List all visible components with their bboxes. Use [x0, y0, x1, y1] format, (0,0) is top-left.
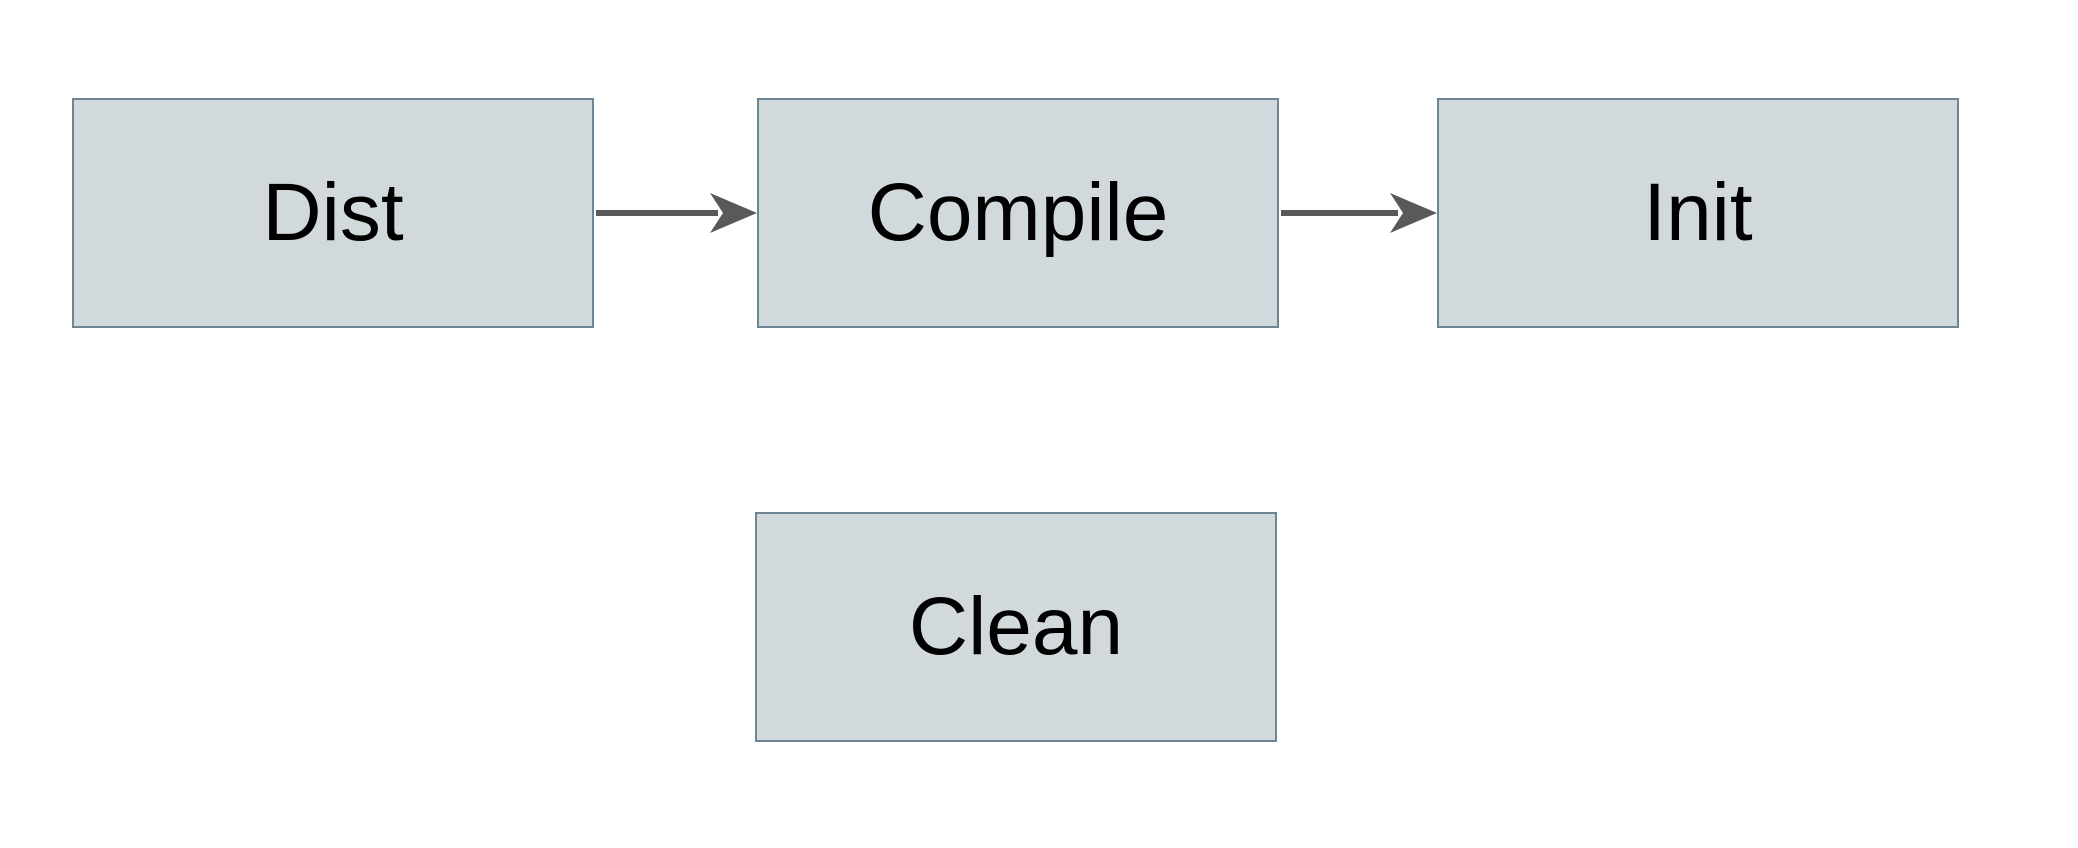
arrow-dist-to-compile [596, 193, 757, 233]
node-clean: Clean [755, 512, 1277, 742]
node-init-label: Init [1643, 167, 1753, 258]
arrow-compile-to-init [1281, 193, 1437, 233]
node-compile-label: Compile [867, 167, 1169, 258]
node-dist-label: Dist [262, 167, 404, 258]
node-clean-label: Clean [908, 581, 1124, 672]
node-init: Init [1437, 98, 1959, 328]
arrowhead-icon [1390, 193, 1437, 233]
node-compile: Compile [757, 98, 1279, 328]
node-dist: Dist [72, 98, 594, 328]
arrowhead-icon [710, 193, 757, 233]
